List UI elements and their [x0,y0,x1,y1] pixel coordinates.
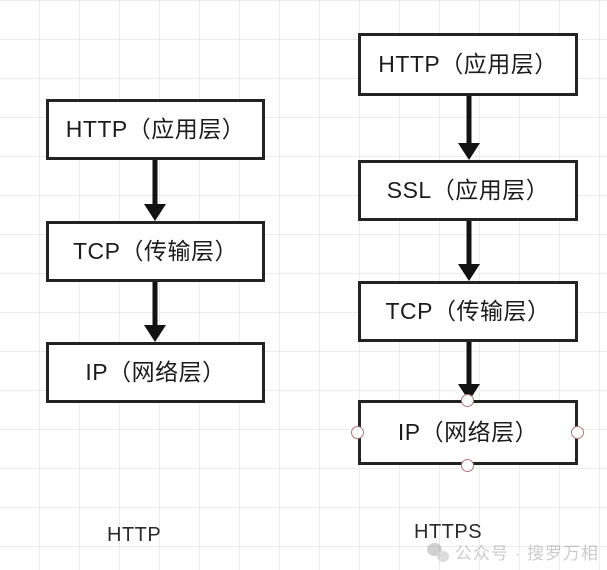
box-ip-network-layer[interactable]: IP（网络层） [46,342,265,403]
selection-handle-right[interactable] [571,426,584,439]
wechat-icon [426,541,449,563]
arrow-shaft [466,342,472,384]
arrow-http-to-ssl [455,96,483,160]
watermark: 公众号 · 搜罗万相 [426,539,599,564]
box-http-application-layer[interactable]: HTTP（应用层） [46,99,265,160]
box-tcp-transport-layer-https[interactable]: TCP（传输层） [358,281,578,342]
caption-https-stack: HTTPS [414,521,483,543]
arrow-head [458,143,480,160]
box-label: HTTP（应用层） [65,116,246,142]
arrow-shaft [466,221,472,264]
box-ip-network-layer-https-selected[interactable]: IP（网络层） [358,400,578,465]
box-label: IP（网络层） [85,359,226,385]
selection-handle-bottom[interactable] [461,459,474,472]
box-tcp-transport-layer[interactable]: TCP（传输层） [46,221,265,282]
caption-http-stack: HTTP [107,524,162,546]
watermark-text: 公众号 · 搜罗万相 [454,544,599,563]
arrow-tcp-to-ip [141,282,169,342]
arrow-tcp-to-ip-https [455,342,483,401]
box-label: SSL（应用层） [386,177,550,203]
box-label: TCP（传输层） [73,238,238,264]
box-label: IP（网络层） [397,419,539,445]
arrow-shaft [152,282,158,325]
arrow-head [458,264,480,281]
selection-handle-left[interactable] [351,426,364,439]
arrow-http-to-tcp [141,160,169,221]
selection-handle-top[interactable] [461,394,474,407]
arrow-ssl-to-tcp [455,221,483,281]
box-http-application-layer-https[interactable]: HTTP（应用层） [358,33,578,96]
arrow-shaft [152,160,158,204]
box-label: TCP（传输层） [385,298,551,324]
arrow-shaft [466,96,472,143]
arrow-head [144,204,166,221]
box-label: HTTP（应用层） [378,51,558,77]
box-ssl-application-layer[interactable]: SSL（应用层） [358,160,578,221]
arrow-head [144,325,166,342]
